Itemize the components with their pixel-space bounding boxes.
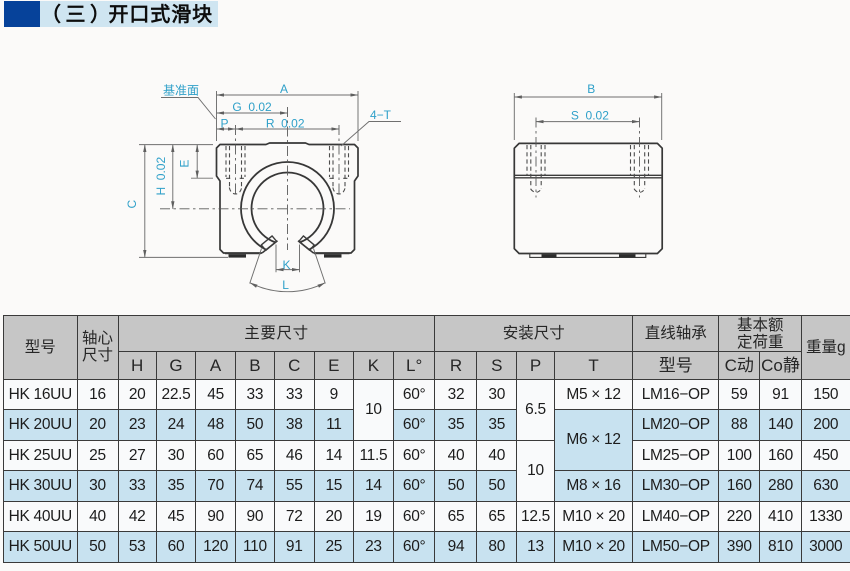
svg-text:A: A — [280, 82, 288, 96]
svg-text:C: C — [125, 200, 139, 209]
svg-text:P: P — [220, 117, 228, 131]
svg-text:基准面: 基准面 — [163, 84, 199, 98]
svg-text:L: L — [282, 278, 289, 292]
svg-text:E: E — [178, 160, 192, 168]
svg-text:G 0.02: G 0.02 — [232, 100, 272, 114]
svg-text:B: B — [587, 82, 595, 96]
svg-text:4−T: 4−T — [370, 108, 392, 122]
svg-text:S 0.02: S 0.02 — [571, 109, 609, 123]
svg-text:H 0.02: H 0.02 — [154, 157, 168, 196]
svg-text:K: K — [282, 258, 290, 272]
svg-text:R 0.02: R 0.02 — [266, 117, 305, 131]
